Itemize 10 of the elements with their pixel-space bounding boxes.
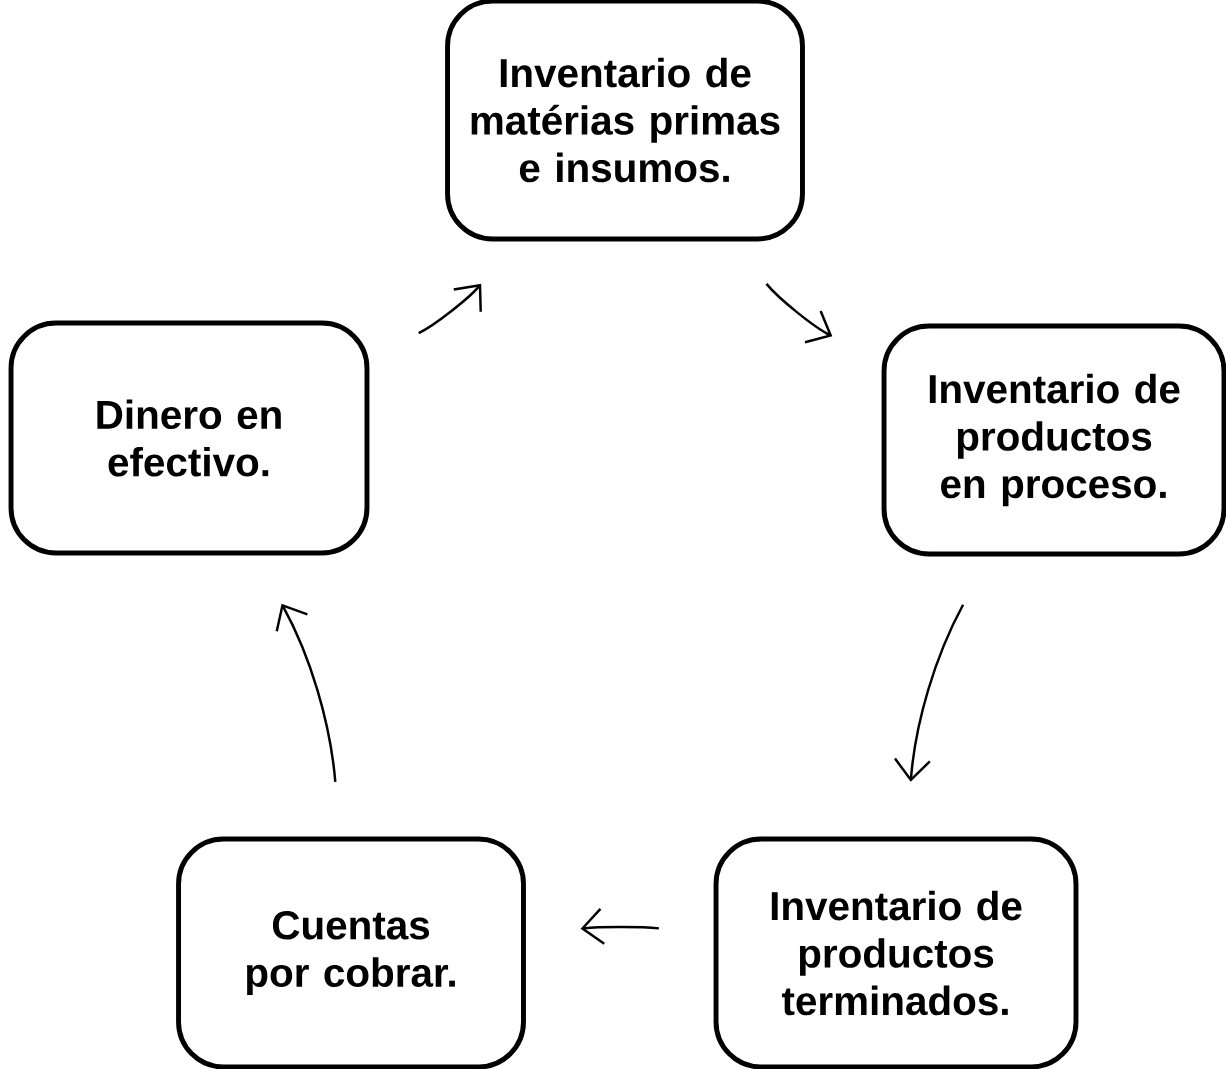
arrow <box>418 283 482 335</box>
process-box: Dinero en efectivo. <box>8 320 370 556</box>
arrow <box>765 283 833 344</box>
process-box: Inventario de productos en proceso. <box>881 323 1226 557</box>
process-box: Cuentas por cobrar. <box>176 836 526 1069</box>
arrow <box>580 908 659 945</box>
arrow <box>894 604 965 782</box>
arrow <box>275 603 337 782</box>
process-box: Inventario de productos terminados. <box>713 836 1079 1069</box>
process-box: Inventario de matérias primas e insumos. <box>445 0 805 242</box>
